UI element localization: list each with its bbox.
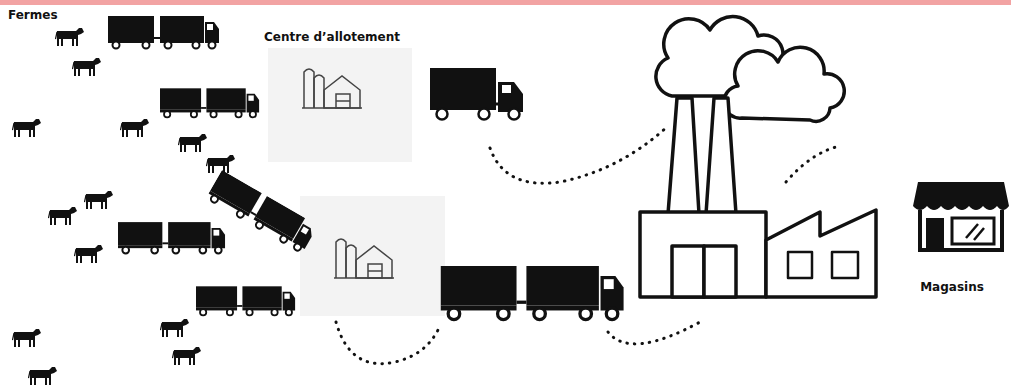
node-heading: Centre d’allotement [264, 30, 400, 44]
farms-label: Fermes [8, 8, 58, 22]
sorting-centre: Centre d’allotement [268, 48, 412, 162]
store: Magasins [896, 176, 1008, 296]
node-heading: Magasins [896, 280, 1008, 294]
